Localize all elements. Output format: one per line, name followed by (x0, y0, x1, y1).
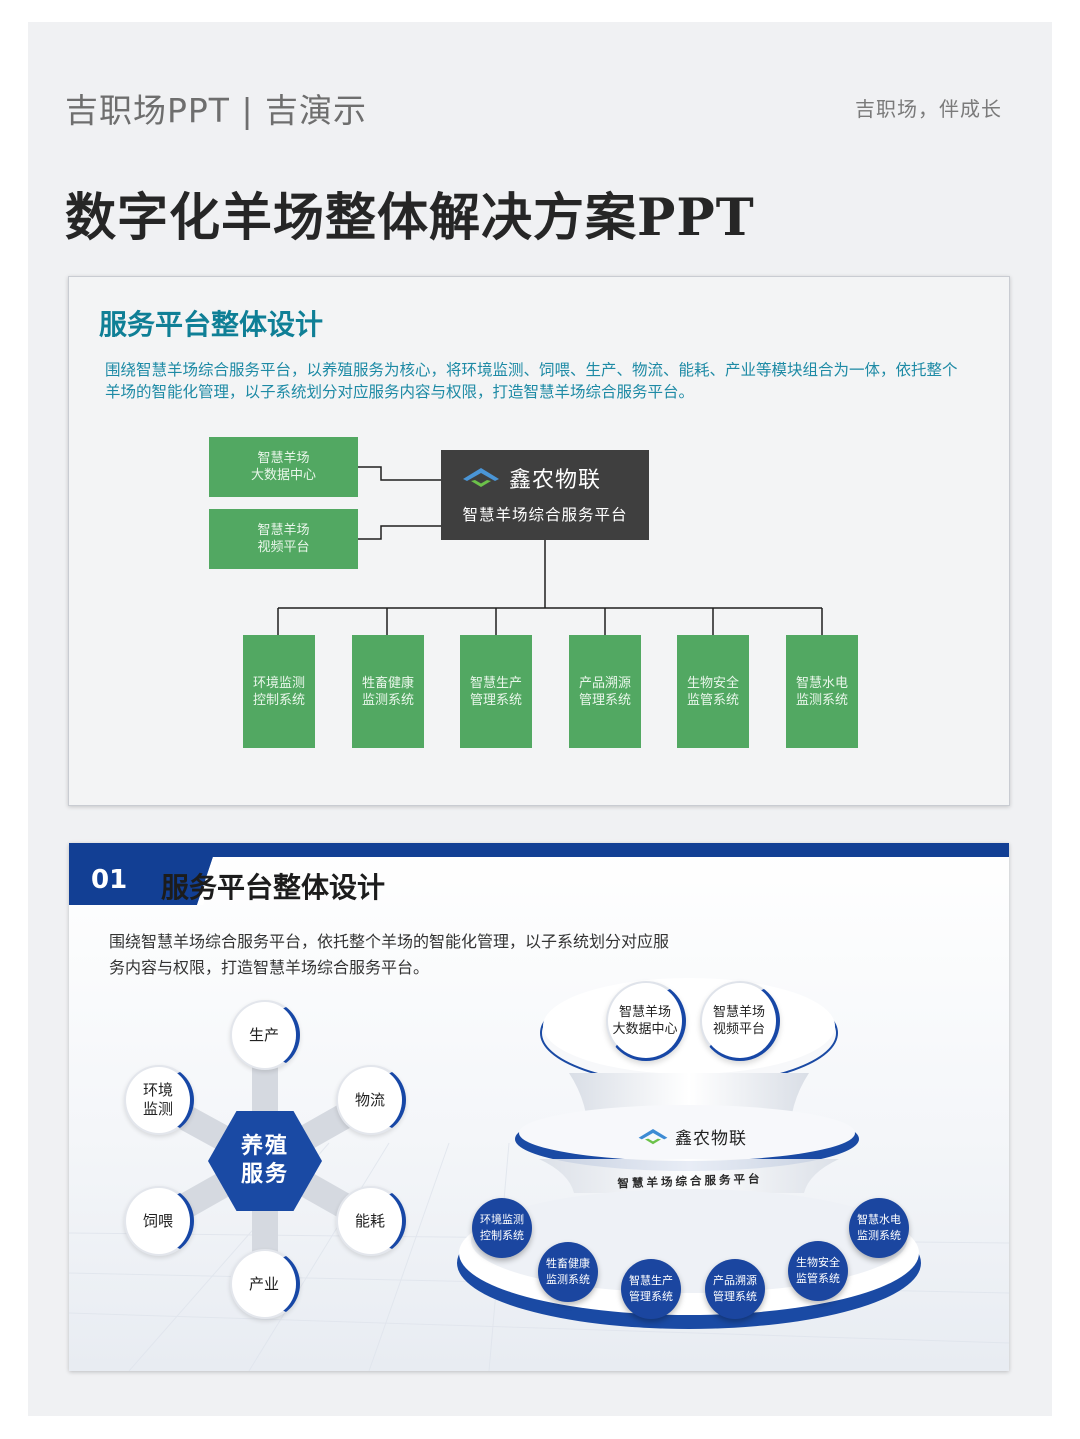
logo-name: 鑫农物联 (509, 468, 602, 493)
slide2-description: 围绕智慧羊场综合服务平台，依托整个羊场的智能化管理，以子系统划分对应服务内容与权… (109, 932, 670, 977)
node-feeding: 饲喂 (124, 1186, 194, 1256)
subsystem-box: 生物安全监管系统 (677, 635, 749, 748)
connector-lines (277, 466, 823, 635)
slide2-title: 服务平台整体设计 (161, 871, 386, 904)
subsystem-circle: 环境监测控制系统 (472, 1198, 532, 1258)
logo-icon (463, 468, 499, 487)
node-production: 生产 (230, 1000, 300, 1070)
big-data-center-circle: 智慧羊场大数据中心 (606, 981, 686, 1061)
subsystem-circle: 牲畜健康监测系统 (538, 1242, 598, 1302)
platform-subtitle: 智慧羊场综合服务平台 (462, 506, 628, 524)
page-title: 数字化羊场整体解决方案PPT (65, 188, 755, 248)
subsystem-box: 智慧水电监测系统 (786, 635, 858, 748)
subsystem-circle: 智慧水电监测系统 (849, 1198, 909, 1258)
company-logo: 鑫农物联 (461, 462, 601, 494)
subsystem-circle: 智慧生产管理系统 (621, 1259, 681, 1319)
slogan: 吉职场，伴成长 (855, 97, 1002, 121)
slide1-title: 服务平台整体设计 (99, 308, 324, 341)
platform-logo: 鑫农物联 (637, 1124, 747, 1149)
platform-stack (457, 978, 921, 1329)
header-bar (69, 843, 1009, 857)
slide-preview-1: 服务平台整体设计 围绕智慧羊场综合服务平台，以养殖服务为核心，将环境监测、饲喂、… (68, 276, 1010, 806)
section-number: 01 (91, 865, 128, 895)
number-tab (69, 857, 161, 905)
subsystem-box: 环境监测控制系统 (243, 635, 315, 748)
subsystem-box: 产品溯源管理系统 (569, 635, 641, 748)
subsystem-circle: 产品溯源管理系统 (705, 1259, 765, 1319)
node-environment: 环境监测 (124, 1065, 194, 1135)
node-industry: 产业 (230, 1249, 300, 1319)
logo-name: 鑫农物联 (675, 1129, 747, 1149)
video-platform-circle: 智慧羊场视频平台 (700, 981, 780, 1061)
slide1-description: 围绕智慧羊场综合服务平台，以养殖服务为核心，将环境监测、饲喂、生产、物流、能耗、… (105, 361, 958, 401)
big-data-center-box: 智慧羊场大数据中心 (209, 437, 358, 497)
subsystem-box: 牲畜健康监测系统 (352, 635, 424, 748)
node-energy: 能耗 (336, 1186, 406, 1256)
tab-slant (161, 857, 219, 905)
logo-icon (638, 1128, 668, 1144)
platform-center-box: 鑫农物联 智慧羊场综合服务平台 (441, 450, 649, 540)
brand-name: 吉职场PPT | 吉演示 (65, 91, 368, 130)
node-logistics: 物流 (336, 1065, 406, 1135)
subsystem-box: 智慧生产管理系统 (460, 635, 532, 748)
video-platform-box: 智慧羊场视频平台 (209, 509, 358, 569)
subsystem-circle: 生物安全监管系统 (788, 1241, 848, 1301)
slide-preview-2: 01 服务平台整体设计 围绕智慧羊场综合服务平台，依托整个羊场的智能化管理，以子… (69, 843, 1009, 1371)
